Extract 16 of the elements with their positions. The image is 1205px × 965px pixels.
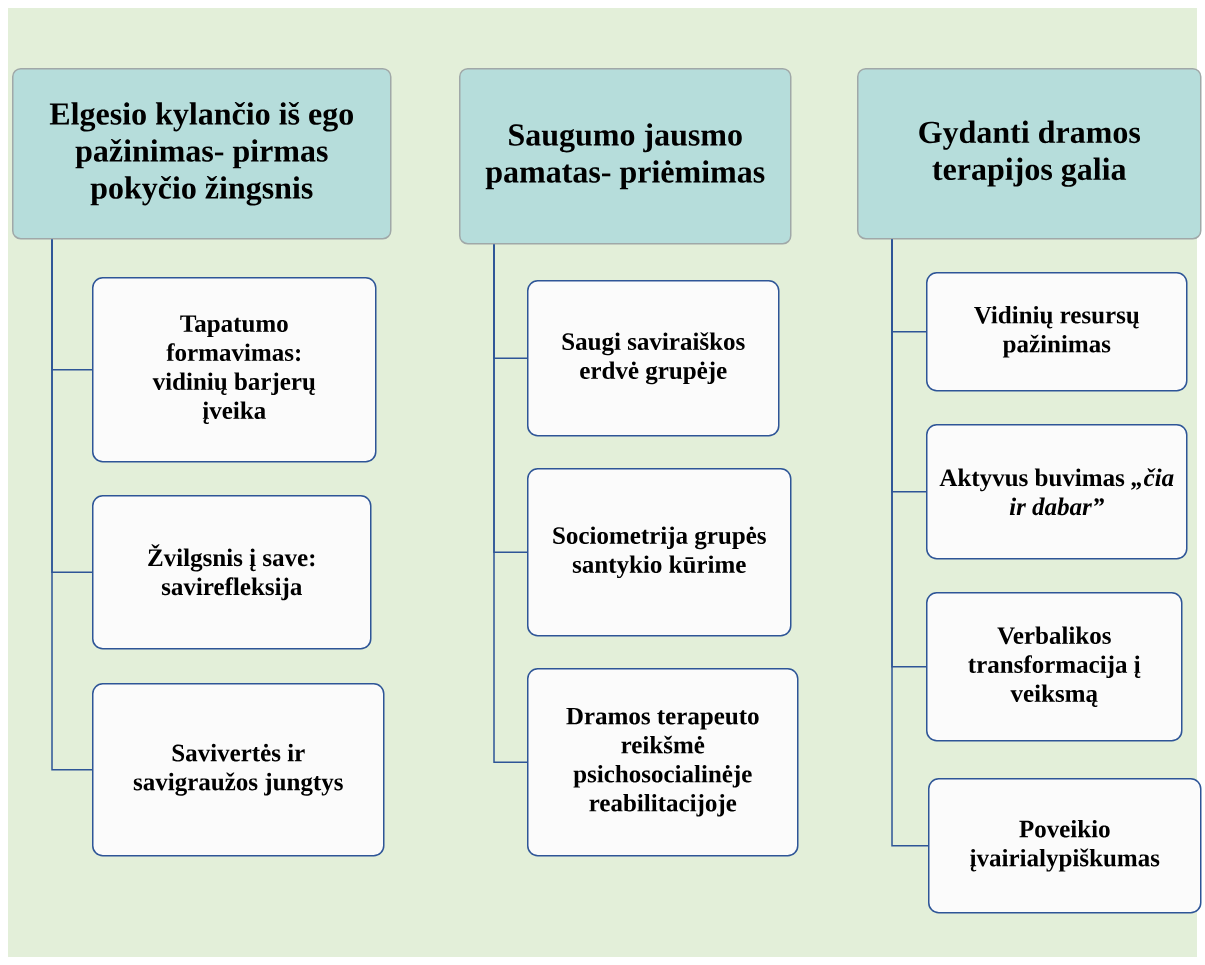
connector-line bbox=[51, 238, 93, 771]
topic-box: Poveikio įvairialypiškumas bbox=[928, 778, 1202, 914]
topic-box: Savivertės ir savigraužos jungtys bbox=[92, 683, 385, 857]
topic-box: Dramos terapeuto reikšmė psichosocialinėje reabilitacijoje bbox=[527, 668, 799, 857]
connector-line bbox=[493, 243, 528, 763]
topic-box: Žvilgsnis į save: savirefleksija bbox=[92, 495, 372, 650]
topic-box: Verbalikos transformacija į veiksmą bbox=[926, 592, 1183, 742]
header-box: Saugumo jausmo pamatas- priėmimas bbox=[459, 68, 792, 245]
header-box: Gydanti dramos terapijos galia bbox=[857, 68, 1202, 240]
header-box: Elgesio kylančio iš ego pažinimas- pirmas pokyčio žingsnis bbox=[12, 68, 392, 240]
topic-box: Saugi saviraiškos erdvė grupėje bbox=[527, 280, 780, 437]
topic-box: Vidinių resursų pažinimas bbox=[926, 272, 1188, 392]
connector-line bbox=[891, 238, 929, 847]
topic-box: Aktyvus buvimas „čia ir dabar” bbox=[926, 424, 1188, 560]
topic-box: Sociometrija grupės santykio kūrime bbox=[527, 468, 792, 637]
topic-box: Tapatumo formavimas: vidinių barjerų įveika bbox=[92, 277, 377, 463]
